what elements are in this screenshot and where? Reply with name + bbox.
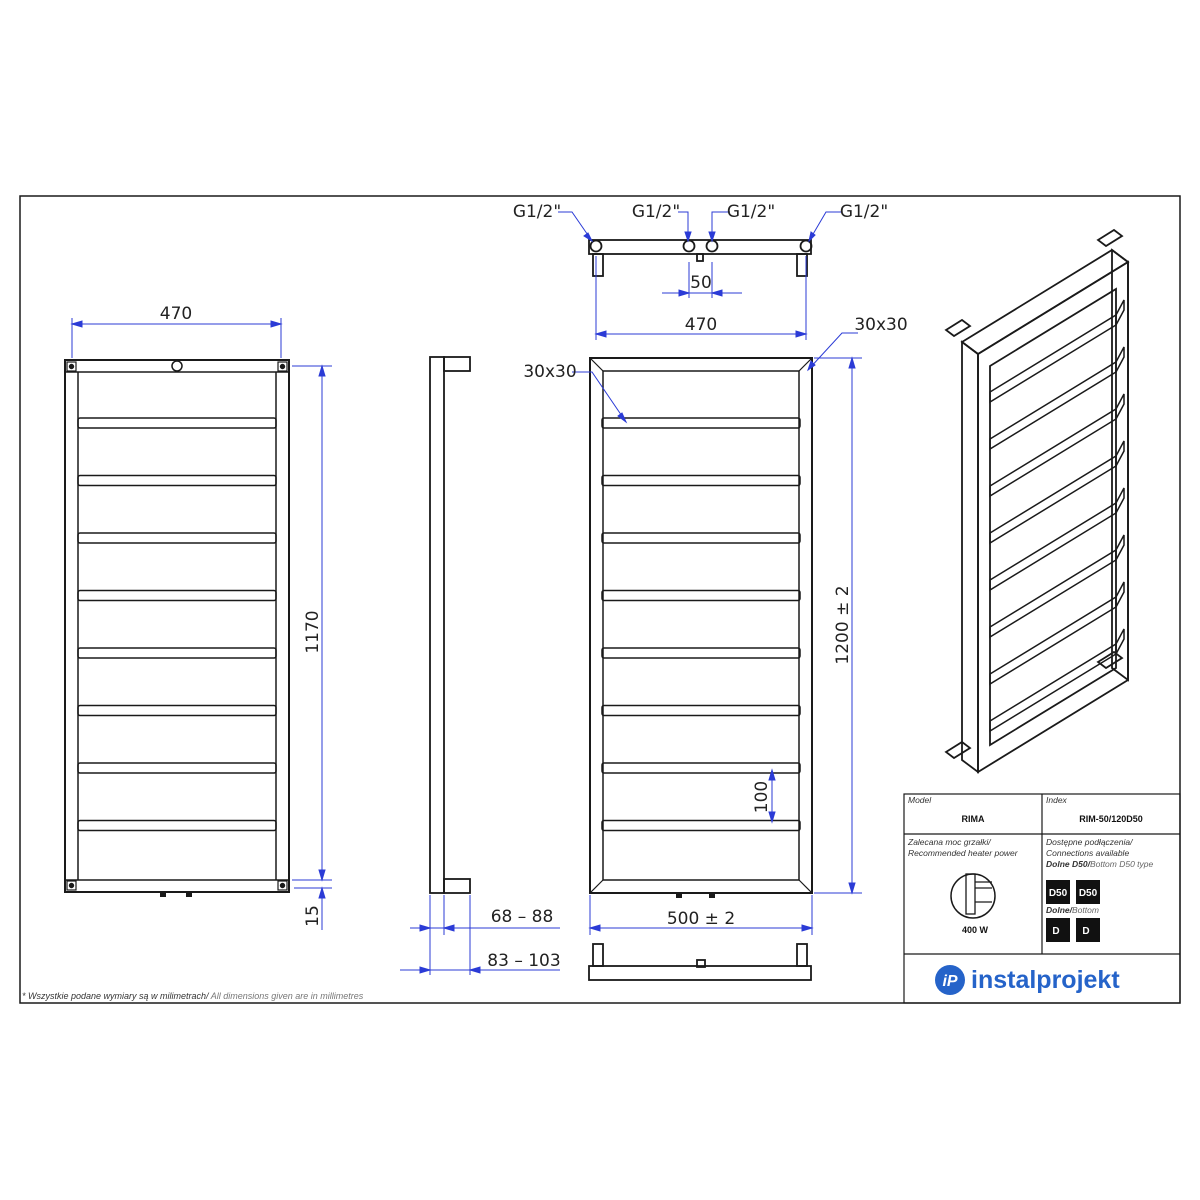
rear-dimensions xyxy=(572,332,862,935)
connections-type: Dolne D50/Bottom D50 type xyxy=(1046,859,1154,869)
index-caption: Index xyxy=(1046,795,1068,805)
footer-note: * Wszystkie podane wymiary są w milimetr… xyxy=(22,991,364,1001)
front-rail-5 xyxy=(77,647,277,659)
badge-d50-1: D50 xyxy=(1046,880,1070,904)
iso-rail-7 xyxy=(989,595,1117,686)
iso-rail-end-5 xyxy=(1115,487,1125,514)
front-rail-1 xyxy=(77,417,277,429)
svg-text:D: D xyxy=(1052,926,1059,937)
iso-rail-5 xyxy=(989,501,1117,592)
brand-logo-text: instalprojekt xyxy=(971,966,1120,994)
rear-rail-3 xyxy=(601,532,801,544)
top-connection-label-2: G1/2" xyxy=(632,202,680,222)
rear-gap-label: 100 xyxy=(752,781,772,813)
isometric-view xyxy=(944,228,1130,774)
svg-text:D: D xyxy=(1082,926,1089,937)
rear-height-label: 1200 ± 2 xyxy=(833,585,853,664)
badge-d50-2: D50 xyxy=(1076,880,1100,904)
front-rail-8 xyxy=(77,819,277,832)
svg-text:D50: D50 xyxy=(1049,888,1068,899)
front-rail-4 xyxy=(77,589,277,602)
model-value: RIMA xyxy=(962,814,985,824)
side-depth-label-2: 83 – 103 xyxy=(487,951,560,971)
rear-rail-6 xyxy=(601,704,801,717)
front-height-label: 1170 xyxy=(303,610,323,653)
front-rail-6 xyxy=(77,704,277,717)
iso-rail-6 xyxy=(989,548,1117,639)
iso-rail-end-1 xyxy=(1115,299,1125,326)
connections-caption-pl: Dostępne podłączenia/ xyxy=(1046,837,1134,847)
badge-d-1: D xyxy=(1046,918,1070,942)
heater-caption-en: Recommended heater power xyxy=(908,848,1019,858)
bottom-caption: Dolne/Bottom xyxy=(1046,905,1099,915)
side-depth-label-1: 68 – 88 xyxy=(491,907,554,927)
svg-text:D50: D50 xyxy=(1079,888,1098,899)
front-width-label: 470 xyxy=(160,304,192,324)
model-caption: Model xyxy=(908,795,932,805)
iso-rail-end-8 xyxy=(1115,628,1125,655)
front-rail-3 xyxy=(77,532,277,544)
svg-text:iP: iP xyxy=(942,973,957,990)
iso-rail-end-3 xyxy=(1115,393,1125,420)
heater-value: 400 W xyxy=(962,925,989,935)
top-dimensions xyxy=(558,211,842,340)
info-table xyxy=(903,793,1181,1004)
rear-view xyxy=(589,357,813,898)
rear-width-label: 500 ± 2 xyxy=(667,909,735,929)
rear-rail-2 xyxy=(601,474,801,487)
front-view xyxy=(64,359,290,897)
front-bleed-valve xyxy=(171,360,183,372)
rear-rail-1 xyxy=(601,417,801,429)
rear-profile-label-left: 30x30 xyxy=(523,362,576,382)
front-rail-7 xyxy=(77,762,277,774)
rear-profile-label-top: 30x30 xyxy=(854,315,907,335)
heater-caption-pl: Zalecana moc grzałki/ xyxy=(907,837,992,847)
index-value: RIM-50/120D50 xyxy=(1079,814,1143,824)
iso-rail-end-7 xyxy=(1115,581,1125,608)
front-rail-2 xyxy=(77,474,277,487)
top-connection-label-4: G1/2" xyxy=(840,202,888,222)
badge-d-2: D xyxy=(1076,918,1100,942)
front-bottom-offset-label: 15 xyxy=(303,905,323,927)
front-dimensions xyxy=(70,318,332,930)
top-center-spacing-label: 50 xyxy=(690,273,712,293)
instalprojekt-logo: iP instalprojekt xyxy=(935,965,1120,995)
rear-rail-8 xyxy=(601,819,801,832)
front-frame-outer xyxy=(64,359,290,893)
top-width-label: 470 xyxy=(685,315,717,335)
rear-rail-5 xyxy=(601,647,801,659)
iso-rail-4 xyxy=(989,454,1117,545)
connections-caption-en: Connections available xyxy=(1046,848,1129,858)
iso-rail-end-4 xyxy=(1115,440,1125,467)
drawing-border xyxy=(19,195,1181,1004)
top-connection-label-1: G1/2" xyxy=(513,202,561,222)
rear-rail-4 xyxy=(601,589,801,602)
heater-icon xyxy=(950,873,996,919)
side-profile xyxy=(429,356,445,894)
top-connection-label-3: G1/2" xyxy=(727,202,775,222)
rear-rail-7 xyxy=(601,762,801,774)
bottom-view xyxy=(588,943,812,981)
top-view xyxy=(588,239,813,277)
iso-rail-8 xyxy=(989,642,1117,733)
iso-rail-2 xyxy=(989,360,1117,451)
side-view xyxy=(429,356,471,894)
iso-rail-3 xyxy=(989,407,1117,498)
side-dimensions xyxy=(400,895,560,975)
iso-rail-end-6 xyxy=(1115,534,1125,561)
iso-rail-end-2 xyxy=(1115,346,1125,373)
